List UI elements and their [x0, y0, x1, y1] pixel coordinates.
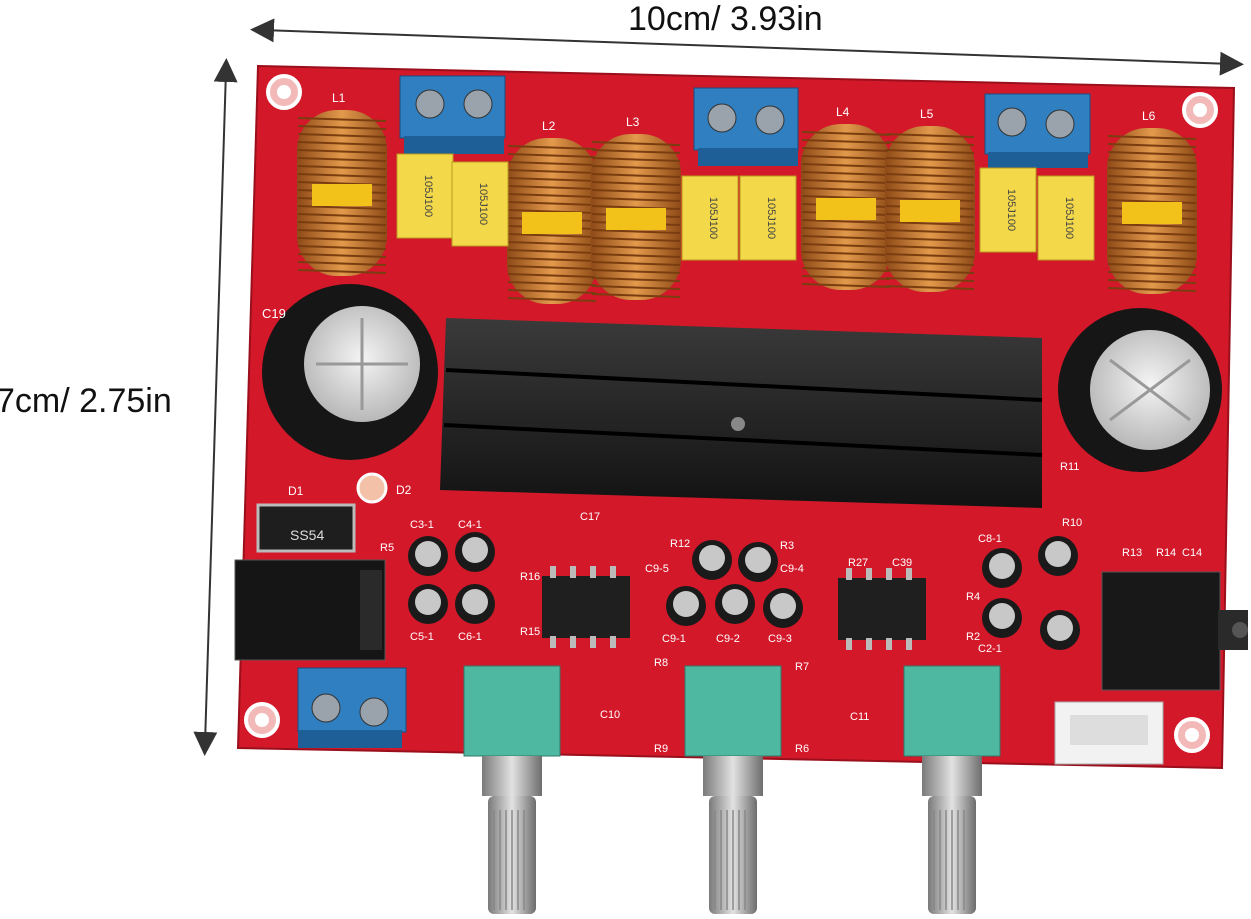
inductor-l3: L3 — [591, 115, 681, 300]
potentiometer-knob-3[interactable] — [903, 665, 1001, 914]
film-capacitor-marking: 105J100 — [477, 183, 489, 225]
height-dimension-arrow — [193, 58, 238, 756]
silkscreen-label: R12 — [670, 538, 690, 550]
film-capacitor-marking: 105J100 — [1005, 189, 1017, 231]
inductor-label: L1 — [332, 91, 346, 105]
small-electrolytic-capacitor — [455, 584, 495, 624]
svg-text:D1: D1 — [288, 484, 304, 498]
inductor-l6: L6 — [1107, 109, 1197, 294]
silkscreen-label: R11 — [1060, 461, 1079, 473]
small-electrolytic-capacitor — [692, 540, 732, 580]
dc-power-jack — [234, 559, 386, 661]
silkscreen-label: C2-1 — [978, 643, 1002, 655]
small-electrolytic-capacitor — [455, 532, 495, 572]
small-electrolytic-capacitor — [408, 584, 448, 624]
terminal-block-subwoofer — [693, 87, 799, 166]
inductor-label: L6 — [1142, 109, 1156, 123]
silkscreen-label: R15 — [520, 626, 540, 638]
silkscreen-label: C5-1 — [410, 631, 434, 643]
terminal-block-left-channel — [399, 75, 506, 154]
silkscreen-label: R2 — [966, 631, 980, 643]
svg-text:D2: D2 — [396, 483, 412, 497]
ic-chip-left — [542, 566, 630, 648]
film-capacitor: 105J100 — [1037, 175, 1095, 261]
svg-text:SS54: SS54 — [290, 527, 324, 543]
small-electrolytic-capacitor — [982, 598, 1022, 638]
film-capacitor: 105J100 — [451, 161, 509, 247]
silkscreen-label: C9-5 — [645, 563, 669, 575]
inductor-label: L3 — [626, 115, 640, 129]
film-capacitor-marking: 105J100 — [707, 197, 719, 239]
small-electrolytic-capacitor — [738, 542, 778, 582]
diode-d1: SS54 D1 — [256, 484, 356, 553]
inductor-l5: L5 — [885, 107, 975, 292]
width-dimension-arrow — [250, 18, 1244, 76]
electrolytic-capacitor-c19: C19 — [262, 284, 438, 460]
terminal-block-power — [297, 667, 407, 748]
silkscreen-label: C6-1 — [458, 631, 482, 643]
ic-chip-right — [838, 568, 926, 650]
inductor-label: L5 — [920, 107, 934, 121]
film-capacitor-marking: 105J100 — [422, 175, 434, 217]
inductor-l1: L1 — [297, 91, 387, 276]
silkscreen-label: R14 — [1156, 547, 1176, 559]
silkscreen-label: R7 — [795, 661, 809, 673]
small-electrolytic-capacitor — [982, 548, 1022, 588]
silkscreen-label: R6 — [795, 743, 809, 755]
silkscreen-label: R4 — [966, 591, 980, 603]
potentiometer-knob-1[interactable] — [463, 665, 561, 914]
silkscreen-label: R8 — [654, 657, 668, 669]
small-electrolytic-capacitor — [715, 584, 755, 624]
small-electrolytic-capacitor — [763, 588, 803, 628]
c19-label: C19 — [262, 306, 286, 321]
silkscreen-label: R3 — [780, 540, 794, 552]
small-electrolytic-capacitor — [1038, 536, 1078, 576]
silkscreen-label: C4-1 — [458, 519, 482, 531]
silkscreen-label: C8-1 — [978, 533, 1002, 545]
silkscreen-label: R9 — [654, 743, 668, 755]
film-capacitor-marking: 105J100 — [765, 197, 777, 239]
small-electrolytic-capacitor — [408, 536, 448, 576]
silkscreen-label: C9-2 — [716, 633, 740, 645]
film-capacitor: 105J100 — [681, 175, 739, 261]
silkscreen-label: C3-1 — [410, 519, 434, 531]
silkscreen-label: C39 — [892, 557, 912, 569]
led-d2: D2 — [356, 472, 412, 504]
electrolytic-capacitor-right — [1058, 308, 1222, 472]
jst-connector — [1054, 701, 1164, 765]
film-capacitor: 105J100 — [739, 175, 797, 261]
silkscreen-label: C9-1 — [662, 633, 686, 645]
silkscreen-label: R10 — [1062, 517, 1082, 529]
small-electrolytic-capacitor — [1040, 610, 1080, 650]
height-dimension-label: 7cm/ 2.75in — [0, 382, 172, 420]
silkscreen-label: R13 — [1122, 547, 1142, 559]
silkscreen-label: R16 — [520, 571, 540, 583]
terminal-block-right-channel — [984, 93, 1091, 168]
inductor-l4: L4 — [801, 105, 891, 290]
silkscreen-label: R27 — [848, 557, 868, 569]
silkscreen-label: C11 — [850, 711, 869, 723]
silkscreen-label: C10 — [600, 709, 620, 721]
small-electrolytic-capacitor — [666, 586, 706, 626]
film-capacitor: 105J100 — [979, 167, 1037, 253]
heatsink — [440, 318, 1043, 508]
inductor-label: L4 — [836, 105, 850, 119]
silkscreen-label: C9-4 — [780, 563, 804, 575]
audio-input-jack — [1101, 571, 1248, 691]
silkscreen-label: R5 — [380, 542, 394, 554]
inductor-label: L2 — [542, 119, 556, 133]
potentiometer-knob-2[interactable] — [684, 665, 782, 914]
mounting-holes — [244, 74, 1218, 753]
silkscreen-label: C17 — [580, 511, 600, 523]
film-capacitor-marking: 105J100 — [1063, 197, 1075, 239]
silkscreen-label: C9-3 — [768, 633, 792, 645]
film-capacitor: 105J100 — [396, 153, 454, 239]
silkscreen-label: C14 — [1182, 547, 1202, 559]
inductor-l2: L2 — [507, 119, 597, 304]
